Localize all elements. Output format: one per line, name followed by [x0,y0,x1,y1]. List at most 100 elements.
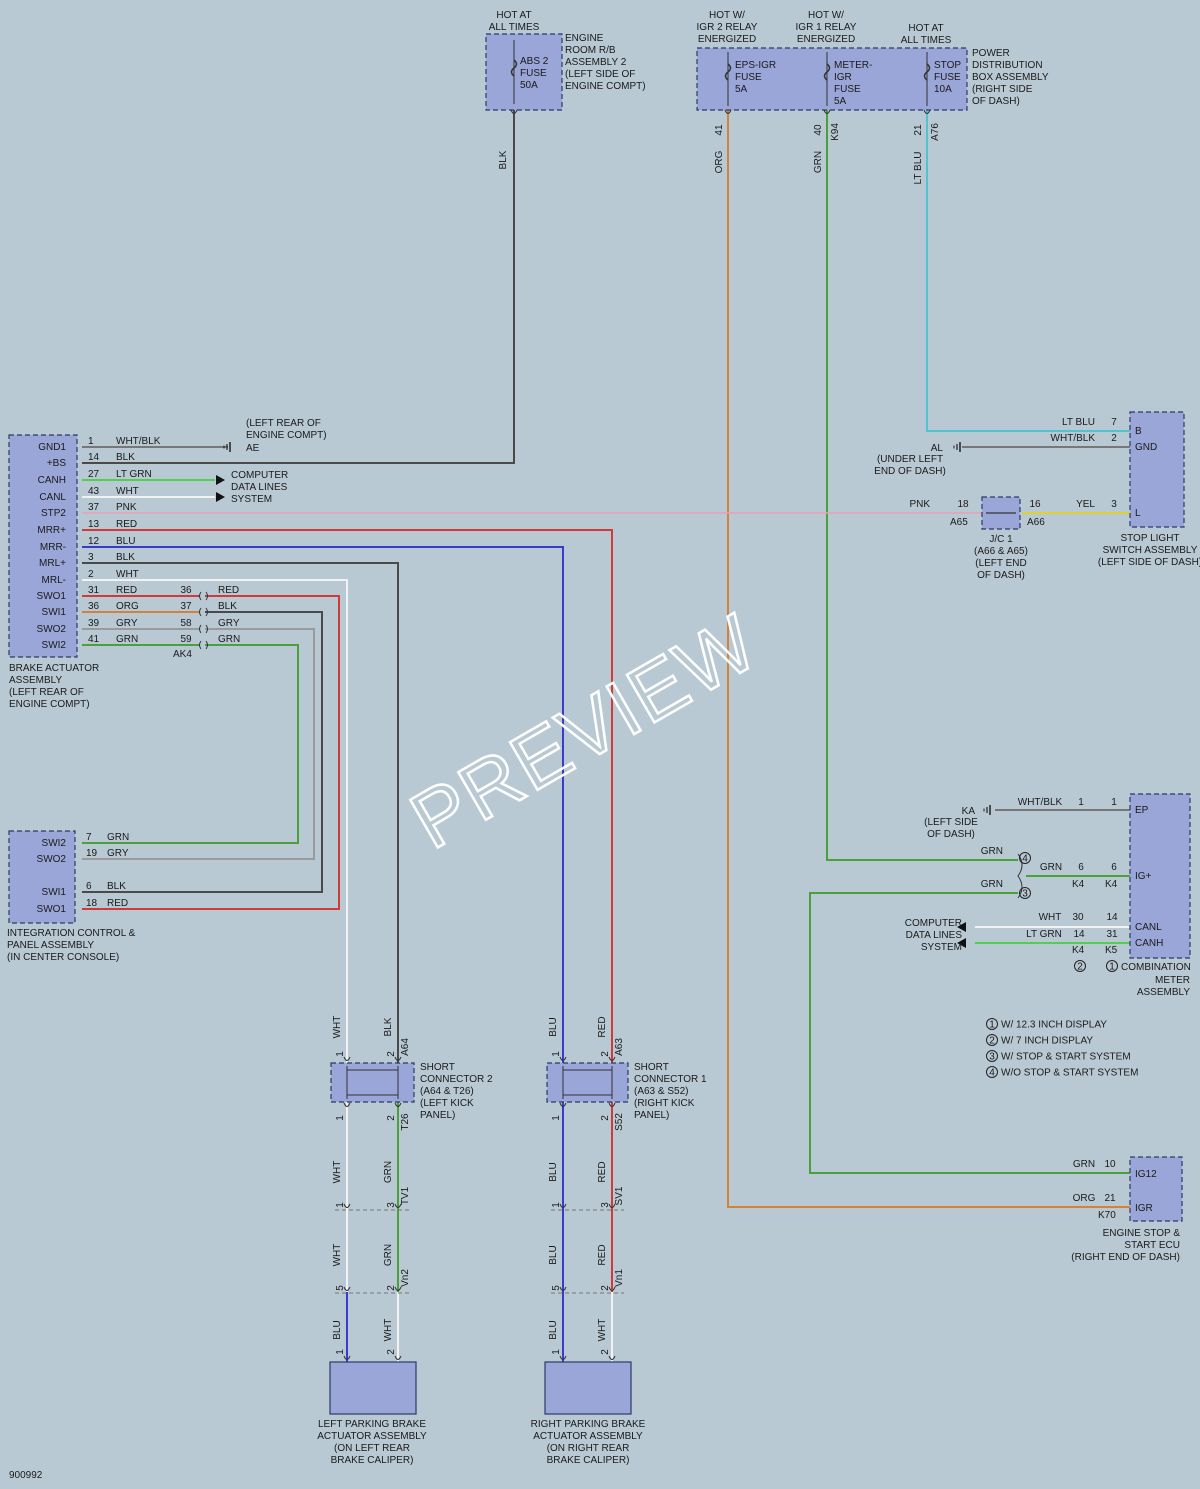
short-connector-1-label: CONNECTOR 1 [634,1074,707,1085]
ae-ground-ref: AE [246,443,260,454]
short-connector-2-mid1-tick [394,1203,402,1208]
brake-actuator-pin: MRR+ [37,525,66,536]
short-connector-2-label: PANEL) [420,1110,455,1121]
brake-actuator-pin: SWO1 [37,591,67,602]
brake-actuator-wire-color: GRY [116,618,138,629]
ecu-org-num: 21 [1104,1193,1116,1204]
short-connector-2-tick [343,1056,351,1061]
brake-actuator-label: ASSEMBLY [9,675,62,686]
meter-canh-n2: 31 [1106,929,1118,940]
meter-k5-bottom: K5 [1105,945,1118,956]
stop-conn: A76 [930,123,941,141]
wire-mrr-plus [82,529,613,1063]
abs2-assembly-label: ROOM R/B [565,45,616,56]
meter-circle-4 [1019,852,1031,864]
short-connector-2-top-conn: A64 [400,1038,411,1056]
short-connector-1-label: (A63 & S52) [634,1086,688,1097]
meter-data-arrow-1 [957,922,966,932]
brake-actuator-wire-color: WHT [116,569,139,580]
short-connector-2-mid2-p2: 2 [386,1285,397,1291]
brake-actuator-wire-color: LT GRN [116,469,152,480]
short-connector-1-top-w1: BLU [548,1017,559,1036]
combination-meter-box [1129,793,1191,959]
short-connector-2-label: (A64 & T26) [420,1086,474,1097]
diagram-id: 900992 [9,1470,43,1481]
computer-data-label: DATA LINES [231,482,288,493]
integration-panel-box [8,830,76,924]
brake-actuator-wire-color: ORG [116,601,139,612]
meter-igr-label: FUSE [834,84,861,95]
short-connector-1-below-p1: 1 [551,1115,562,1121]
brake-actuator-label: ENGINE COMPT) [9,699,90,710]
abs2-conn [510,109,518,114]
short-connector-1-mid2-p2: 2 [600,1285,611,1291]
integration-wire-num: 6 [86,881,92,892]
brake-actuator-pin: SWI2 [42,640,67,651]
meter-igr-conn: K94 [830,123,841,141]
stop-pin: 21 [913,124,924,136]
integration-pin: SWO1 [37,904,67,915]
short-connector-2-bottom-tick [343,1355,351,1360]
stop-hot: HOT AT [908,23,943,34]
pdb-fuse-icon [923,63,931,81]
short-connector-1-bottom-p2: 2 [600,1349,611,1355]
brake-actuator-wire-num: 14 [88,452,100,463]
integration-label: (IN CENTER CONSOLE) [7,952,119,963]
ecu-label: ENGINE STOP & [1103,1228,1181,1239]
abs2-fuse-icon [510,59,518,77]
jc1-label: OF DASH) [977,570,1025,581]
legend-text: W/ STOP & START SYSTEM [1001,1052,1131,1063]
meter-circle-1: 1 [1109,962,1115,973]
short-connector-1-tick [559,1102,567,1107]
pdb-conn [923,109,931,114]
ecu-grn-num: 10 [1104,1159,1116,1170]
integration-wire-num: 19 [86,848,98,859]
brake-actuator-pin: CANH [38,475,66,486]
brake-actuator-wire-num: 13 [88,519,100,530]
ecu-org-color: ORG [1073,1193,1096,1204]
integration-pin: SWO2 [37,854,67,865]
jc1-pnk-label: PNK [909,499,930,510]
stop-wire: LT BLU [913,152,924,185]
brake-actuator-wire-num: 43 [88,486,100,497]
wire-swo2-b [82,628,315,860]
legend-number: 3 [989,1052,995,1063]
integration-wire-color: RED [107,898,128,909]
eps-igr-hot: HOT W/ [709,10,745,21]
short-connector-2-label: CONNECTOR 2 [420,1074,493,1085]
combination-meter-pin: IG+ [1135,871,1152,882]
short-connector-1-mid1-w2: RED [597,1161,608,1182]
short-connector-1-mid2-w2: RED [597,1244,608,1265]
ae-ground-text: (LEFT REAR OF [246,418,321,429]
ka-ground-text: (LEFT SIDE [924,817,978,828]
jc1-label: (LEFT END [975,558,1027,569]
short-connector-2-tick [394,1056,402,1061]
stop-light-label: (LEFT SIDE OF DASH) [1098,557,1200,568]
ak4-wire-color: GRN [218,634,240,645]
ak4-wire-color: BLK [218,601,237,612]
brake-actuator-wire-color: PNK [116,502,137,513]
ka-ground-text: OF DASH) [927,829,975,840]
short-connector-2-top-w1: WHT [332,1016,343,1039]
meter-k4-bottom: K4 [1072,945,1085,956]
legend-number: 1 [989,1020,995,1031]
short-connector-2-label: (LEFT KICK [420,1098,474,1109]
ecu-label: START ECU [1124,1240,1180,1251]
legend-text: W/ 12.3 INCH DISPLAY [1001,1020,1107,1031]
abs2-fuse-label: FUSE [520,68,547,79]
ae-ground-text: ENGINE COMPT) [246,430,327,441]
brake-actuator-wire-color: RED [116,519,137,530]
brake-actuator-wire-color: GRN [116,634,138,645]
ak4-pin: 58 [180,618,192,629]
brake-actuator-wire-color: WHT/BLK [116,436,161,447]
wire-swi1-b [82,611,323,893]
brake-actuator-pin: STP2 [41,508,66,519]
integration-wire-color: GRN [107,832,129,843]
short-connector-1-bottom-w1: BLU [548,1320,559,1339]
computer-data-label: SYSTEM [231,494,272,505]
brake-actuator-box [8,434,78,658]
left-actuator-label: (ON LEFT REAR [334,1443,410,1454]
jc1-label: J/C 1 [989,534,1013,545]
left-actuator-label: ACTUATOR ASSEMBLY [317,1431,427,1442]
